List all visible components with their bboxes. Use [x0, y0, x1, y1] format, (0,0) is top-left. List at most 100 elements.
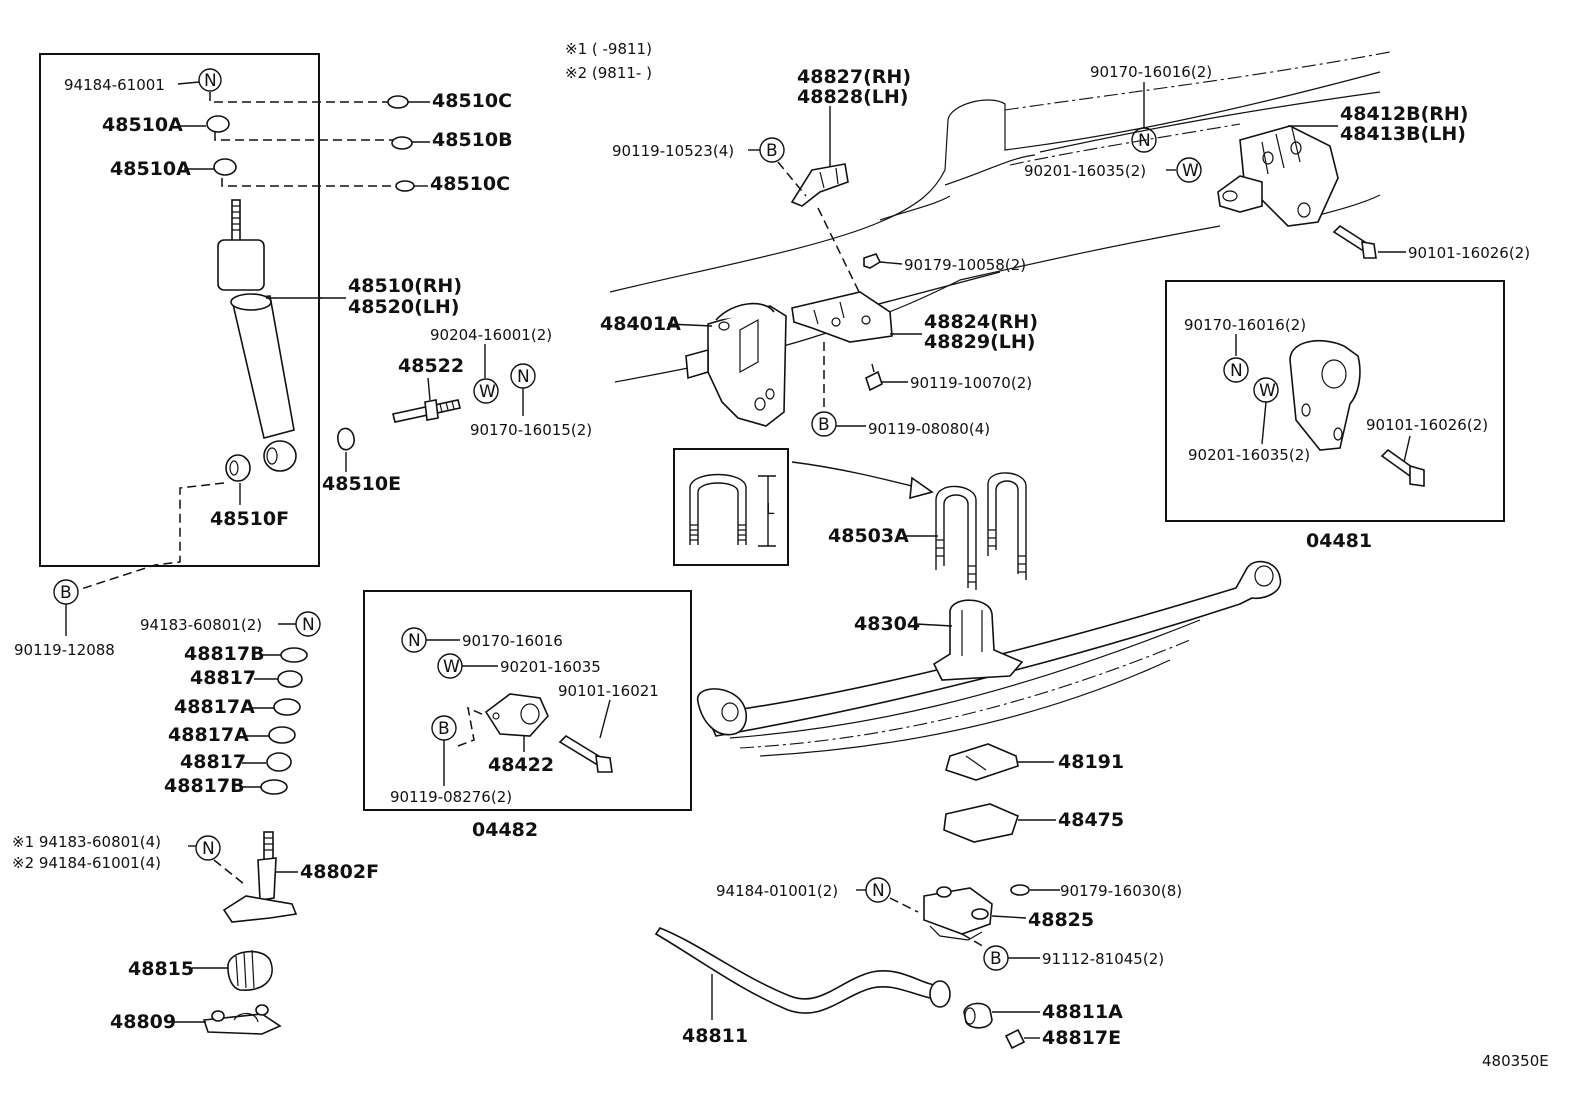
label-91112-81045: 91112-81045(2): [1042, 950, 1164, 968]
svg-text:W: W: [1182, 161, 1199, 181]
svg-text:B: B: [818, 415, 830, 435]
hanger-bracket-48412b: [1217, 125, 1339, 227]
label-48817-b: 48817: [180, 751, 246, 773]
label-box-90101-16026: 90101-16026(2): [1366, 416, 1488, 434]
nut-90179-16030: [1010, 884, 1030, 896]
bolt-90119-10070: [865, 363, 883, 392]
label-48828: 48828(LH): [797, 86, 908, 108]
label-90170-16016-top: 90170-16016(2): [1090, 63, 1212, 81]
nut-symbol-94183: N: [295, 611, 321, 637]
shock-absorber: [217, 199, 297, 472]
bolt-symbol-90119-08276: B: [431, 715, 457, 741]
bracket-48422: [484, 693, 549, 737]
svg-text:B: B: [438, 719, 450, 739]
stabilizer-bar-48811: [654, 927, 951, 1014]
bolt-90101-16026-box: [1380, 448, 1425, 487]
stud-48522: [392, 399, 461, 423]
label-b2-90201-16035: 90201-16035: [500, 658, 601, 676]
label-90119-08080: 90119-08080(4): [868, 420, 990, 438]
bushing-48510c-bottom: [395, 180, 415, 192]
svg-text:W: W: [479, 382, 496, 402]
label-48802F: 48802F: [300, 861, 379, 883]
bushing-48811a: [963, 1002, 993, 1029]
label-90170-16015: 90170-16015(2): [470, 421, 592, 439]
svg-text:N: N: [202, 839, 215, 859]
leaf-spring: [697, 560, 1282, 757]
nut-90179-10058: [863, 253, 882, 269]
label-48522: 48522: [398, 355, 464, 377]
bracket-48824: [791, 291, 893, 343]
svg-text:N: N: [1138, 131, 1151, 151]
label-48510E: 48510E: [322, 473, 401, 495]
label-48413B: 48413B(LH): [1340, 123, 1466, 145]
bolt-symbol-90119-08080: B: [811, 411, 837, 437]
label-48510C-a: 48510C: [432, 90, 512, 112]
svg-text:N: N: [1230, 361, 1243, 381]
nut-symbol-90170-16016-top: N: [1131, 127, 1157, 153]
label-90201-16035-top: 90201-16035(2): [1024, 162, 1146, 180]
label-48510F: 48510F: [210, 508, 289, 530]
label-48817A-b: 48817A: [168, 724, 249, 746]
label-box-90201-16035: 90201-16035(2): [1188, 446, 1310, 464]
washer-symbol-90204: W: [473, 378, 499, 404]
label-94183-60801: 94183-60801(2): [140, 616, 262, 634]
label-48510B: 48510B: [432, 129, 513, 151]
nut-symbol: N: [198, 68, 222, 92]
label-48510A-a: 48510A: [102, 114, 183, 136]
label-48510-rh: 48510(RH): [348, 275, 462, 297]
label-04481: 04481: [1306, 530, 1372, 552]
pad-48475: [943, 803, 1019, 843]
pad-48191: [945, 743, 1019, 781]
bracket-48825: [923, 886, 993, 941]
shock-absorber-group-box: [39, 53, 320, 567]
label-90119-08276: 90119-08276(2): [390, 788, 512, 806]
svg-text:B: B: [60, 583, 72, 603]
label-48510A-b: 48510A: [110, 158, 191, 180]
label-48817B-a: 48817B: [184, 643, 265, 665]
label-48827: 48827(RH): [797, 66, 911, 88]
label-90179-10058: 90179-10058(2): [904, 256, 1026, 274]
label-b2-90170-16016: 90170-16016: [462, 632, 563, 650]
label-48817-a: 48817: [190, 667, 256, 689]
label-48401A: 48401A: [600, 313, 681, 335]
bushing-48510b: [391, 136, 413, 150]
svg-text:N: N: [517, 367, 530, 387]
shackle-04481: [1289, 339, 1361, 451]
label-48304: 48304: [854, 613, 920, 635]
svg-text:B: B: [990, 949, 1002, 969]
label-48422: 48422: [488, 754, 554, 776]
stabilizer-bracket-48802f: [222, 831, 298, 923]
label-48829: 48829(LH): [924, 331, 1035, 353]
bushing-48510a-lower: [213, 158, 237, 176]
shackle-kit-box-04481: [1165, 280, 1505, 522]
bushing-48510e: [337, 427, 355, 451]
bolt-symbol-90119-12088: B: [53, 579, 79, 605]
label-48811: 48811: [682, 1025, 748, 1047]
bushing-48815: [227, 949, 273, 991]
bushing-48817b-top: [280, 647, 308, 663]
washer-symbol-04481: W: [1253, 377, 1279, 403]
bushing-48510a-upper: [206, 115, 230, 133]
u-bolt-length-box: [673, 448, 789, 566]
bushing-48817e: [1004, 1028, 1026, 1050]
bolt-symbol-90119-10523: B: [759, 137, 785, 163]
svg-text:N: N: [302, 615, 315, 635]
label-48824: 48824(RH): [924, 311, 1038, 333]
bolt-90101-16026-top: [1332, 224, 1377, 259]
bushing-48817a-top: [273, 698, 301, 716]
label-48817A-a: 48817A: [174, 696, 255, 718]
label-48811A: 48811A: [1042, 1001, 1123, 1023]
note-1: ※1 ( -9811): [565, 40, 652, 58]
bracket-kit-box-04482: [363, 590, 692, 811]
label-b2-90101-16021: 90101-16021: [558, 682, 659, 700]
bracket-48827: [790, 163, 849, 207]
label-48817B-b: 48817B: [164, 775, 245, 797]
label-48191: 48191: [1058, 751, 1124, 773]
label-94184-61001: 94184-61001: [64, 76, 165, 94]
label-48510C-b: 48510C: [430, 173, 510, 195]
svg-text:W: W: [1259, 381, 1276, 401]
label-m1-94183: ※1 94183-60801(4): [12, 833, 161, 851]
label-90119-12088: 90119-12088: [14, 641, 115, 659]
